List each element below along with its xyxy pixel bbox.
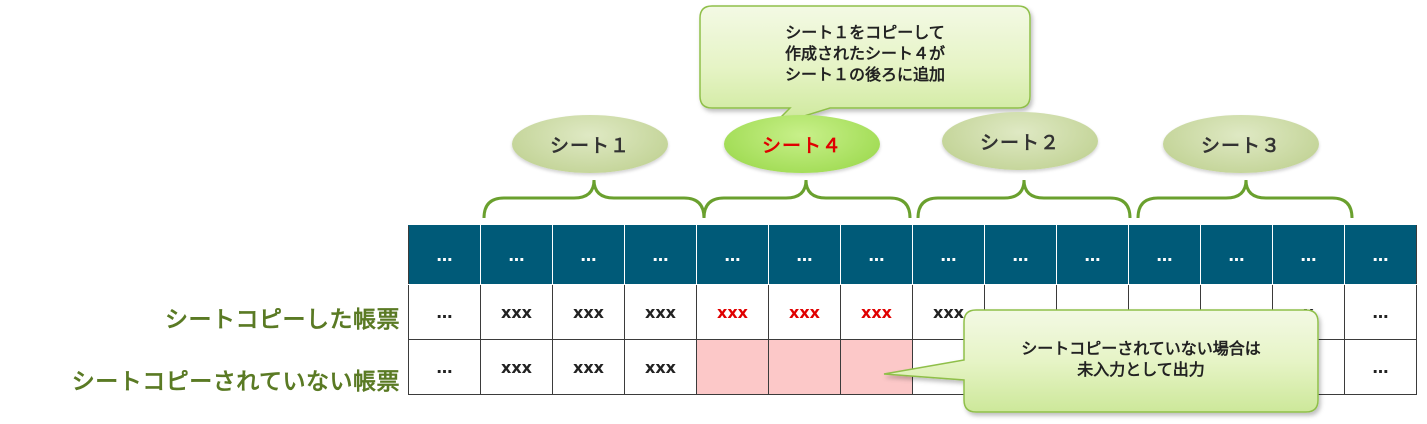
callout-top-text: シート１をコピーして 作成されたシート４が シート１の後ろに追加: [700, 22, 1030, 85]
brace-sheet2: [916, 179, 1132, 219]
table-cell: [984, 284, 1057, 340]
header-cell: …: [408, 225, 481, 285]
table-cell: [1200, 284, 1273, 340]
header-cell: …: [984, 225, 1057, 285]
callout-bottom-line: シートコピーされていない場合は: [1021, 339, 1261, 358]
table-cell-sheet4: xxx: [840, 284, 913, 340]
header-cell: …: [1272, 225, 1345, 285]
callout-top-line: 作成されたシート４が: [784, 44, 945, 63]
header-cell: …: [768, 225, 841, 285]
sheet-label: シート３: [1200, 134, 1281, 157]
table-cell: …: [1344, 284, 1417, 340]
sheet-node-2: シート２: [942, 112, 1098, 170]
table-cell-empty: [696, 339, 769, 395]
table-cell: …: [408, 284, 481, 340]
row-label-not-copied: シートコピーされていない帳票: [71, 369, 400, 395]
header-cell: …: [624, 225, 697, 285]
table-cell: x: [1272, 284, 1345, 340]
table-cell: xxx: [624, 339, 697, 395]
table-cell-sheet4: xxx: [768, 284, 841, 340]
table-cell: …: [408, 339, 481, 395]
brace-sheet3: [1136, 179, 1354, 219]
sheet-label: シート２: [979, 131, 1060, 154]
header-cell: …: [552, 225, 625, 285]
brace-sheet1: [482, 179, 706, 219]
sheet-label: シート４: [761, 134, 842, 157]
table-cell: xxx: [624, 284, 697, 340]
brace-sheet4: [702, 179, 912, 219]
row-label-copied: シートコピーした帳票: [165, 307, 400, 333]
sheet-node-1: シート１: [512, 115, 668, 173]
report-table: … … … … … … … … … … … … … … … xxx xxx xx…: [408, 225, 1417, 395]
table-cell-empty: [840, 339, 913, 395]
table-cell: xxx: [552, 339, 625, 395]
table-cell: xxx: [552, 284, 625, 340]
table-cell: xxx: [480, 284, 553, 340]
sheet-node-4: シート４: [724, 115, 880, 173]
header-cell: …: [1056, 225, 1129, 285]
callout-bottom-text: シートコピーされていない場合は 未入力として出力: [964, 338, 1318, 380]
callout-top-line: シート１をコピーして: [785, 23, 945, 42]
table-row-copied: … xxx xxx xxx xxx xxx xxx xxx x …: [408, 284, 1417, 340]
table-cell-empty: [768, 339, 841, 395]
table-cell: [1056, 284, 1129, 340]
sheet-label: シート１: [549, 134, 630, 157]
table-cell: xxx: [912, 284, 985, 340]
table-header-row: … … … … … … … … … … … … … …: [408, 225, 1417, 285]
header-cell: …: [1344, 225, 1417, 285]
header-cell: …: [480, 225, 553, 285]
header-cell: …: [840, 225, 913, 285]
header-cell: …: [912, 225, 985, 285]
table-cell: xxx: [480, 339, 553, 395]
header-cell: …: [1200, 225, 1273, 285]
table-cell: …: [1344, 339, 1417, 395]
table-cell-sheet4: xxx: [696, 284, 769, 340]
sheet-node-3: シート３: [1163, 115, 1319, 173]
header-cell: …: [696, 225, 769, 285]
table-cell: [1128, 284, 1201, 340]
callout-bottom-line: 未入力として出力: [1077, 360, 1205, 379]
header-cell: …: [1128, 225, 1201, 285]
callout-top-line: シート１の後ろに追加: [784, 65, 945, 84]
